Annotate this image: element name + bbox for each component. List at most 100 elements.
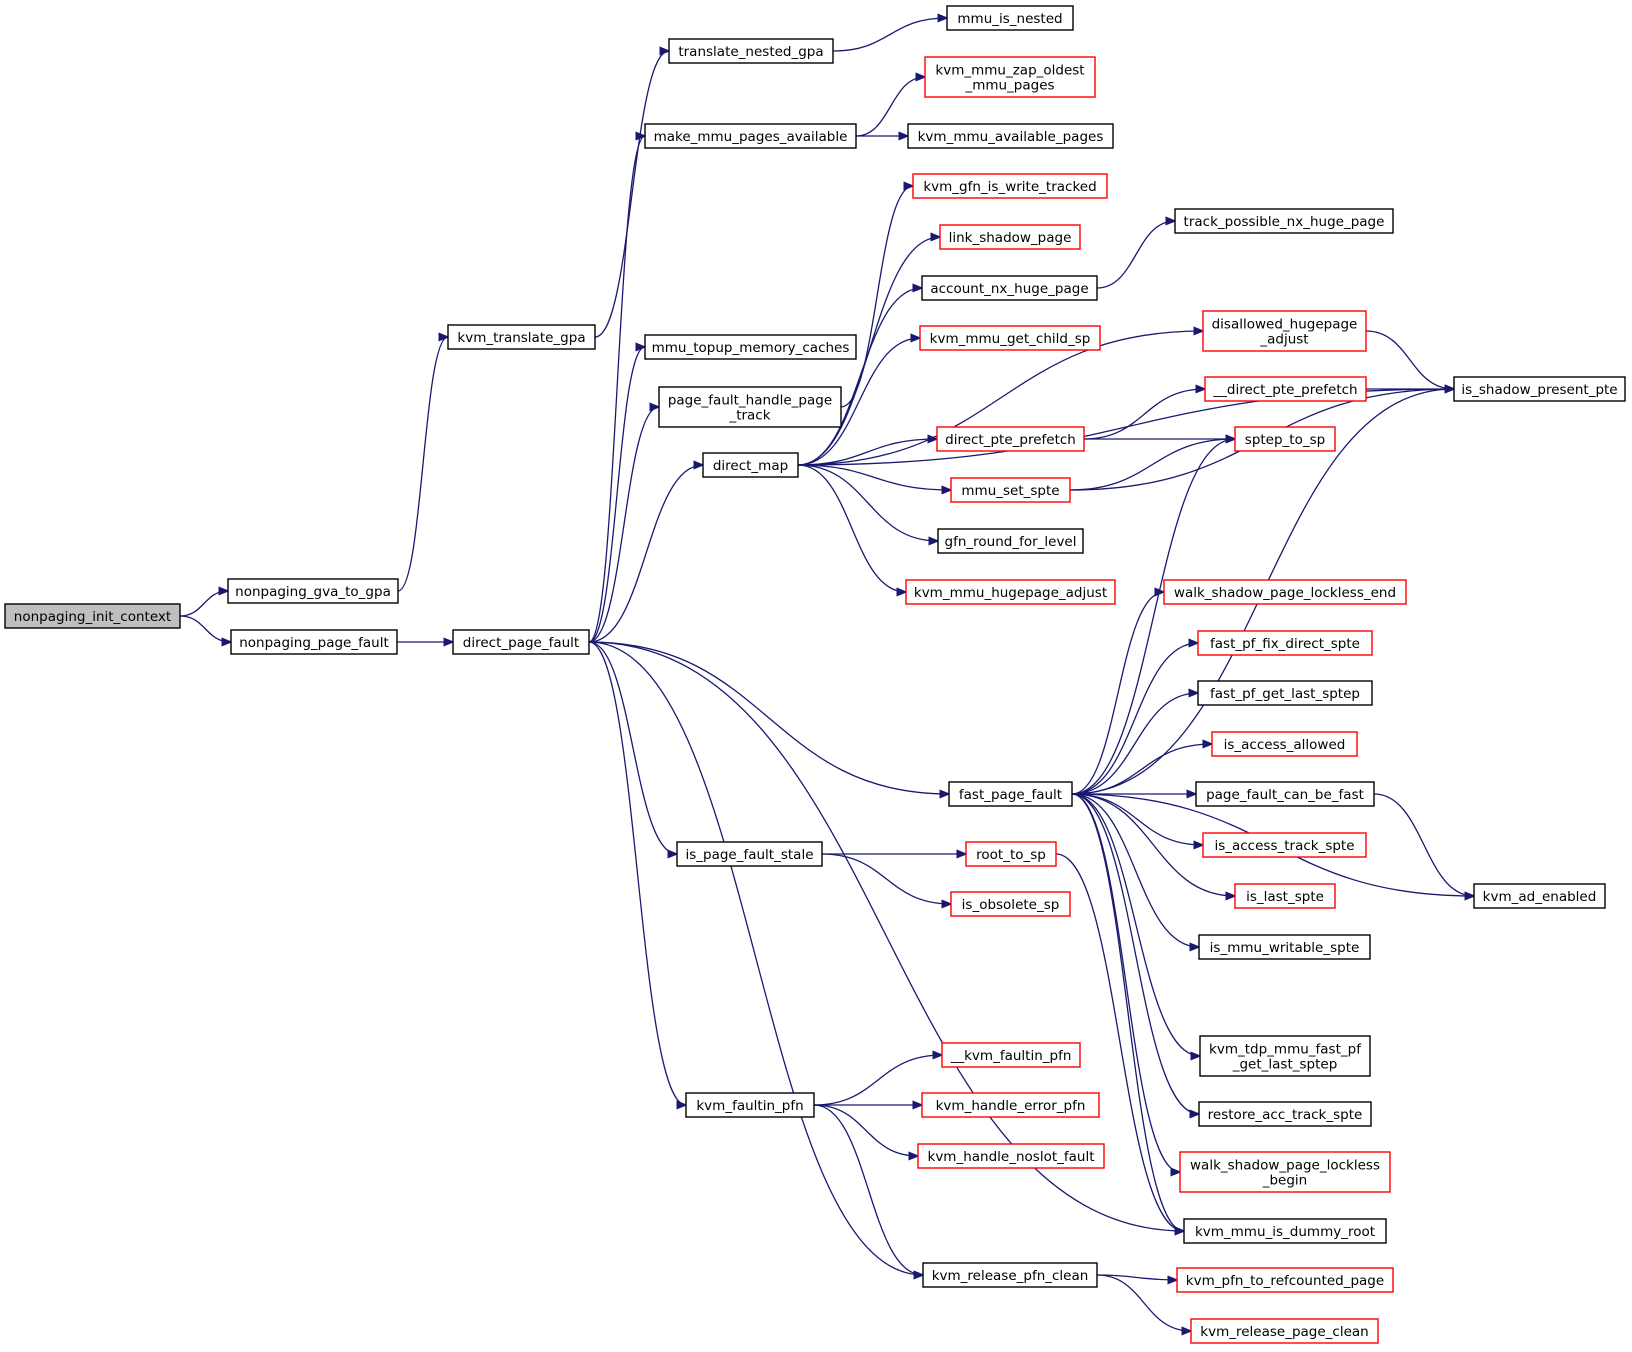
node-restore-acc-track-spte[interactable]: restore_acc_track_spte bbox=[1198, 1101, 1372, 1127]
node-nonpaging-gva-to-gpa[interactable]: nonpaging_gva_to_gpa bbox=[227, 578, 399, 604]
node-kvm-handle-noslot-fault[interactable]: kvm_handle_noslot_fault bbox=[917, 1143, 1105, 1169]
node-label: kvm_mmu_is_dummy_root bbox=[1195, 1224, 1375, 1240]
edge-direct-page-fault-to-fast-page-fault bbox=[588, 641, 949, 794]
node-box bbox=[685, 1092, 815, 1118]
node-box bbox=[4, 603, 181, 629]
node-is-obsolete-sp[interactable]: is_obsolete_sp bbox=[950, 891, 1071, 917]
node-box bbox=[1174, 208, 1394, 234]
node-direct-pte-prefetch[interactable]: __direct_pte_prefetch bbox=[1204, 376, 1367, 402]
node-label: mmu_set_spte bbox=[961, 483, 1059, 499]
node-is-access-track-spte[interactable]: is_access_track_spte bbox=[1202, 832, 1367, 858]
edge-direct-map-to-gfn-round-for-level bbox=[797, 464, 938, 541]
edge-direct-page-fault-to-mmu-topup-memory-caches bbox=[588, 347, 645, 643]
node-label: account_nx_huge_page bbox=[930, 281, 1088, 297]
node-link-shadow-page[interactable]: link_shadow_page bbox=[939, 224, 1081, 250]
node-label: track_possible_nx_huge_page bbox=[1184, 214, 1385, 230]
node-kvm-mmu-is-dummy-root[interactable]: kvm_mmu_is_dummy_root bbox=[1183, 1218, 1387, 1244]
node-walk-shadow-page-lockless-end[interactable]: walk_shadow_page_lockless_end bbox=[1163, 579, 1407, 605]
node-kvm-faultin-pfn[interactable]: __kvm_faultin_pfn bbox=[941, 1042, 1081, 1068]
node-box bbox=[227, 578, 399, 604]
node-label: walk_shadow_page_lockless_end bbox=[1174, 585, 1396, 601]
node-mmu-set-spte[interactable]: mmu_set_spte bbox=[950, 477, 1071, 503]
node-nonpaging-page-fault[interactable]: nonpaging_page_fault bbox=[230, 629, 398, 655]
node-label: _begin bbox=[1262, 1173, 1308, 1189]
edge-fast-page-fault-to-is-last-spte bbox=[1071, 793, 1235, 896]
node-direct-pte-prefetch[interactable]: direct_pte_prefetch bbox=[936, 426, 1085, 452]
edge-disallowed-hugepage-adjust-to-is-shadow-present-pte bbox=[1365, 330, 1454, 389]
node-direct-page-fault[interactable]: direct_page_fault bbox=[452, 629, 590, 655]
edge-fast-page-fault-to-is-mmu-writable-spte bbox=[1071, 793, 1199, 947]
node-label: _track bbox=[728, 408, 770, 424]
edge-fast-page-fault-to-sptep-to-sp bbox=[1071, 439, 1235, 795]
edge-direct-map-to-disallowed-hugepage-adjust bbox=[797, 331, 1203, 466]
node-track-possible-nx-huge-page[interactable]: track_possible_nx_huge_page bbox=[1174, 208, 1394, 234]
edge-direct-map-to-account-nx-huge-page bbox=[797, 288, 922, 466]
node-box bbox=[1195, 781, 1375, 807]
node-fast-pf-get-last-sptep[interactable]: fast_pf_get_last_sptep bbox=[1197, 680, 1373, 706]
edge-fast-page-fault-to-is-access-track-spte bbox=[1071, 793, 1203, 845]
edge-fast-page-fault-to-fast-pf-fix-direct-spte bbox=[1071, 643, 1198, 795]
node-translate-nested-gpa[interactable]: translate_nested_gpa bbox=[668, 38, 834, 64]
node-fast-pf-fix-direct-spte[interactable]: fast_pf_fix_direct_spte bbox=[1197, 630, 1373, 656]
node-account-nx-huge-page[interactable]: account_nx_huge_page bbox=[921, 275, 1098, 301]
edge-fast-page-fault-to-restore-acc-track-spte bbox=[1071, 793, 1199, 1114]
node-fast-page-fault[interactable]: fast_page_fault bbox=[948, 781, 1073, 807]
node-box bbox=[1198, 934, 1371, 960]
node-label: is_last_spte bbox=[1246, 889, 1324, 905]
node-label: __kvm_faultin_pfn bbox=[950, 1048, 1072, 1064]
node-kvm-pfn-to-refcounted-page[interactable]: kvm_pfn_to_refcounted_page bbox=[1176, 1267, 1394, 1293]
node-kvm-ad-enabled[interactable]: kvm_ad_enabled bbox=[1473, 883, 1606, 909]
node-disallowed-hugepage-adjust[interactable]: disallowed_hugepage_adjust bbox=[1202, 310, 1367, 352]
node-is-access-allowed[interactable]: is_access_allowed bbox=[1211, 731, 1358, 757]
node-label: __direct_pte_prefetch bbox=[1212, 382, 1357, 398]
node-label: fast_pf_get_last_sptep bbox=[1210, 686, 1360, 702]
node-direct-map[interactable]: direct_map bbox=[702, 452, 799, 478]
node-kvm-faultin-pfn[interactable]: kvm_faultin_pfn bbox=[685, 1092, 815, 1118]
node-sptep-to-sp[interactable]: sptep_to_sp bbox=[1234, 426, 1336, 452]
node-mmu-topup-memory-caches[interactable]: mmu_topup_memory_caches bbox=[644, 334, 857, 360]
edge-is-page-fault-stale-to-is-obsolete-sp bbox=[821, 853, 951, 904]
node-box bbox=[905, 579, 1116, 605]
node-page-fault-can-be-fast[interactable]: page_fault_can_be_fast bbox=[1195, 781, 1375, 807]
edge-nonpaging-init-context-to-nonpaging-page-fault bbox=[179, 615, 231, 642]
node-kvm-release-page-clean[interactable]: kvm_release_page_clean bbox=[1190, 1318, 1379, 1344]
node-kvm-mmu-zap-oldest-mmu-pages[interactable]: kvm_mmu_zap_oldest_mmu_pages bbox=[924, 56, 1096, 98]
node-label: is_access_track_spte bbox=[1214, 838, 1354, 854]
node-is-shadow-present-pte[interactable]: is_shadow_present_pte bbox=[1453, 376, 1626, 402]
node-is-page-fault-stale[interactable]: is_page_fault_stale bbox=[676, 841, 823, 867]
node-label: direct_page_fault bbox=[463, 635, 579, 651]
node-kvm-release-pfn-clean[interactable]: kvm_release_pfn_clean bbox=[922, 1262, 1098, 1288]
node-box bbox=[1183, 1218, 1387, 1244]
edge-translate-nested-gpa-to-mmu-is-nested bbox=[832, 18, 947, 52]
node-kvm-mmu-hugepage-adjust[interactable]: kvm_mmu_hugepage_adjust bbox=[905, 579, 1116, 605]
node-box bbox=[1204, 376, 1367, 402]
edge-root-to-sp-to-kvm-mmu-is-dummy-root bbox=[1055, 853, 1184, 1231]
node-nonpaging-init-context[interactable]: nonpaging_init_context bbox=[4, 603, 181, 629]
node-label: kvm_mmu_available_pages bbox=[918, 129, 1104, 145]
node-kvm-handle-error-pfn[interactable]: kvm_handle_error_pfn bbox=[921, 1092, 1100, 1118]
edge-direct-page-fault-to-kvm-release-pfn-clean bbox=[588, 641, 923, 1275]
node-kvm-tdp-mmu-fast-pf-get-last-sptep[interactable]: kvm_tdp_mmu_fast_pf_get_last_sptep bbox=[1199, 1035, 1371, 1077]
node-make-mmu-pages-available[interactable]: make_mmu_pages_available bbox=[644, 123, 857, 149]
node-is-mmu-writable-spte[interactable]: is_mmu_writable_spte bbox=[1198, 934, 1371, 960]
node-box bbox=[941, 1042, 1081, 1068]
node-label: kvm_handle_noslot_fault bbox=[928, 1149, 1095, 1165]
node-box bbox=[1163, 579, 1407, 605]
node-root-to-sp[interactable]: root_to_sp bbox=[965, 841, 1057, 867]
node-walk-shadow-page-lockless-begin[interactable]: walk_shadow_page_lockless_begin bbox=[1179, 1151, 1391, 1193]
node-kvm-mmu-get-child-sp[interactable]: kvm_mmu_get_child_sp bbox=[919, 325, 1101, 351]
node-kvm-mmu-available-pages[interactable]: kvm_mmu_available_pages bbox=[907, 123, 1114, 149]
node-label: mmu_is_nested bbox=[957, 11, 1062, 27]
node-kvm-translate-gpa[interactable]: kvm_translate_gpa bbox=[447, 324, 596, 350]
node-box bbox=[921, 275, 1098, 301]
node-page-fault-handle-page-track[interactable]: page_fault_handle_page_track bbox=[658, 386, 842, 428]
node-kvm-gfn-is-write-tracked[interactable]: kvm_gfn_is_write_tracked bbox=[912, 173, 1108, 199]
node-is-last-spte[interactable]: is_last_spte bbox=[1234, 883, 1336, 909]
node-box bbox=[946, 5, 1074, 31]
node-mmu-is-nested[interactable]: mmu_is_nested bbox=[946, 5, 1074, 31]
edge-kvm-release-pfn-clean-to-kvm-pfn-to-refcounted-page bbox=[1096, 1274, 1177, 1280]
node-label: sptep_to_sp bbox=[1245, 432, 1325, 448]
edge-fast-page-fault-to-fast-pf-get-last-sptep bbox=[1071, 693, 1198, 795]
node-label: kvm_translate_gpa bbox=[457, 330, 585, 346]
node-gfn-round-for-level[interactable]: gfn_round_for_level bbox=[937, 528, 1084, 554]
